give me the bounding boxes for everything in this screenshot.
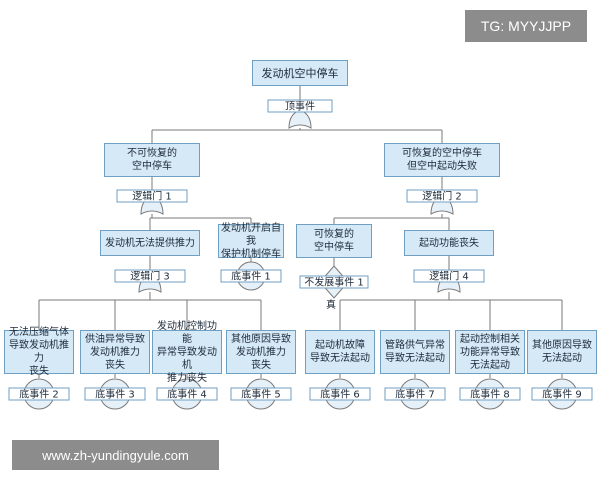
basic-event-label-9-frame bbox=[531, 387, 593, 401]
cause-box-8: 其他原因导致 无法起动 bbox=[527, 330, 597, 374]
recoverable-box: 可恢复的 空中停车 bbox=[296, 224, 372, 258]
cause-box-6: 管路供气异常 导致无法起动 bbox=[380, 330, 450, 374]
cause-box-1: 无法压缩气体 导致发动机推力 丧失 bbox=[4, 327, 74, 377]
gate3-label: 逻辑门 3 bbox=[130, 270, 170, 283]
undeveloped1-label-frame bbox=[299, 275, 369, 289]
basic-event-label-4-frame bbox=[156, 387, 218, 401]
basic-event-label-9: 底事件 9 bbox=[542, 388, 582, 401]
cause-box-5: 起动机故障 导致无法起动 bbox=[305, 330, 375, 374]
basic-event-label-7: 底事件 7 bbox=[395, 388, 435, 401]
cause-box-4: 其他原因导致 发动机推力 丧失 bbox=[226, 330, 296, 374]
basic-event-label-8: 底事件 8 bbox=[470, 388, 510, 401]
undeveloped1-label: 不发展事件 1 bbox=[304, 276, 364, 289]
basic-event-label-4: 底事件 4 bbox=[167, 388, 207, 401]
cause-box-3: 发动机控制功能 异常导致发动机 推力丧失 bbox=[152, 321, 222, 384]
gate1-label: 逻辑门 1 bbox=[132, 190, 172, 203]
gate1-label-frame bbox=[116, 189, 188, 203]
gate4-label: 逻辑门 4 bbox=[429, 270, 469, 283]
basic-event-label-3-frame bbox=[84, 387, 146, 401]
gate3-label-frame bbox=[114, 269, 186, 283]
basic1-label: 底事件 1 bbox=[231, 270, 271, 283]
basic-event-label-7-frame bbox=[384, 387, 446, 401]
cause-box-7: 起动控制相关 功能异常导致 无法起动 bbox=[455, 330, 525, 374]
basic1-label-frame bbox=[220, 269, 282, 283]
true-label: 真 bbox=[326, 298, 336, 311]
start-loss-box: 起动功能丧失 bbox=[404, 230, 494, 256]
top-gate-label: 顶事件 bbox=[285, 100, 315, 113]
left-branch-box: 不可恢复的 空中停车 bbox=[104, 143, 200, 177]
basic-event-label-2-frame bbox=[8, 387, 70, 401]
basic-event-label-5: 底事件 5 bbox=[241, 388, 281, 401]
gate2-label-frame bbox=[406, 189, 478, 203]
basic-event-label-3: 底事件 3 bbox=[95, 388, 135, 401]
top-or-gate-icon bbox=[288, 109, 312, 129]
basic-event-label-6-frame bbox=[309, 387, 371, 401]
no-thrust-box: 发动机无法提供推力 bbox=[100, 230, 200, 256]
gate4-label-frame bbox=[413, 269, 485, 283]
basic-event-label-2: 底事件 2 bbox=[19, 388, 59, 401]
watermark-tg: TG: MYYJJPP bbox=[465, 10, 587, 42]
basic-event-label-5-frame bbox=[230, 387, 292, 401]
watermark-url: www.zh-yundingyule.com bbox=[12, 440, 219, 470]
basic-event-label-6: 底事件 6 bbox=[320, 388, 360, 401]
right-branch-box: 可恢复的空中停车 但空中起动失败 bbox=[384, 143, 500, 177]
self-protect-box: 发动机开启自我 保护机制停车 bbox=[218, 223, 284, 260]
gate2-label: 逻辑门 2 bbox=[422, 190, 462, 203]
cause-box-2: 供油异常导致 发动机推力 丧失 bbox=[80, 330, 150, 374]
basic-event-label-8-frame bbox=[459, 387, 521, 401]
top-gate-label-frame bbox=[267, 99, 333, 113]
top-event-box: 发动机空中停车 bbox=[252, 60, 348, 86]
